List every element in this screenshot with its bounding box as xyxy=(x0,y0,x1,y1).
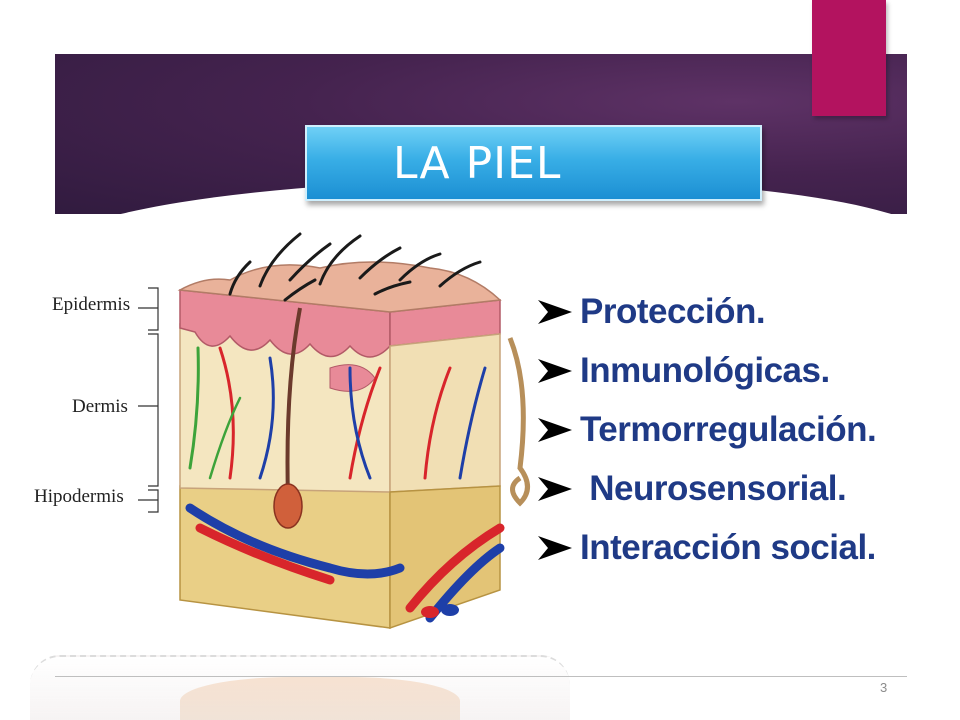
hair-shaft xyxy=(285,307,302,499)
label-epidermis: Epidermis xyxy=(52,294,131,315)
slide-number: 3 xyxy=(880,680,888,695)
arrowhead-bullet-icon xyxy=(538,535,572,560)
list-item-text: Interacción social. xyxy=(580,527,876,567)
dermis-side xyxy=(389,333,501,493)
reflection-shape xyxy=(180,677,460,720)
blood-vessels xyxy=(185,346,505,623)
list-item: Termorregulación. xyxy=(536,400,877,459)
vein-section xyxy=(441,604,459,616)
list-item-text: Neurosensorial. xyxy=(580,468,847,508)
arrowhead-bullet-icon xyxy=(538,358,572,383)
image-reflection xyxy=(30,655,570,720)
arrowhead-bullet-icon xyxy=(538,299,572,324)
skin-diagram: Epidermis Dermis Hipodermis xyxy=(30,228,560,638)
hairs xyxy=(228,232,482,302)
list-item: Inmunológicas. xyxy=(536,341,876,400)
list-item-text: Termorregulación. xyxy=(580,409,877,449)
title-box: LA PIEL xyxy=(305,125,762,201)
hair-follicle xyxy=(273,483,303,529)
skin-illustration xyxy=(138,232,530,630)
list-item: Interacción social. xyxy=(536,518,876,577)
slide-title: LA PIEL xyxy=(393,137,562,189)
arrowhead-bullet-icon xyxy=(538,417,572,442)
footer-divider xyxy=(55,676,907,677)
layer-brackets xyxy=(138,287,159,513)
sweat-gland xyxy=(507,337,530,507)
accent-bar xyxy=(812,0,886,116)
list-item: Neurosensorial. xyxy=(536,459,876,518)
label-dermis: Dermis xyxy=(72,396,128,417)
list-item-text: Inmunológicas. xyxy=(580,350,830,390)
label-hipodermis: Hipodermis xyxy=(34,486,124,507)
arrowhead-bullet-icon xyxy=(538,476,572,501)
artery-section xyxy=(421,606,439,618)
function-list: Protección. Inmunológicas. Termorregulac… xyxy=(536,282,877,577)
list-item: Protección. xyxy=(536,282,876,341)
list-item-text: Protección. xyxy=(580,291,766,331)
